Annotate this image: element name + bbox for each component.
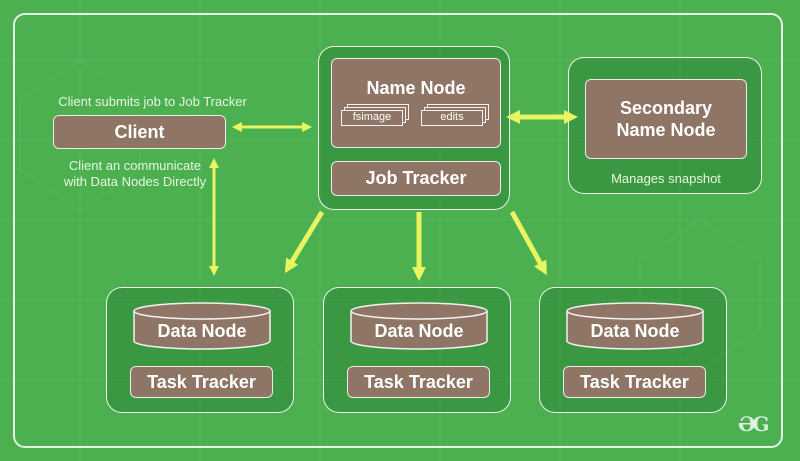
task-tracker-label-2: Task Tracker [364,371,473,392]
task-tracker-2: Task Tracker [347,366,490,398]
task-tracker-label-3: Task Tracker [580,371,689,392]
task-tracker-1: Task Tracker [130,366,273,398]
diagram-frame [13,13,783,448]
client-caption-top: Client submits job to Job Tracker [58,94,247,109]
data-node-3: Data Node [590,321,680,341]
client-caption-bottom-line1: Client an communicate [68,158,202,173]
task-tracker-3: Task Tracker [563,366,706,398]
secondary-name-node-box: Secondary Name Node [585,79,747,159]
secondary-caption: Manages snapshot [611,171,721,186]
name-node-title: Name Node [366,78,466,98]
job-tracker-label: Job Tracker [365,168,467,189]
data-node-1: Data Node [157,321,247,341]
client-caption-bottom-line2: with Data Nodes Directly [63,174,207,190]
secondary-title-line1: Secondary [619,97,713,118]
data-node-2: Data Node [374,321,464,341]
client-box: Client [53,115,226,149]
site-logo: ƏG [738,412,769,436]
fsimage-label: fsimage [352,111,392,123]
fsimage-file-icon: fsimage [341,104,411,126]
client-label: Client [114,121,165,142]
name-node-box: Name Node [331,58,501,148]
edits-file-icon: edits [421,104,491,126]
client-caption-bottom: Client an communicate with Data Nodes Di… [40,158,230,191]
job-tracker-box: Job Tracker [331,161,501,196]
secondary-title-line2: Name Node [616,120,716,140]
edits-label: edits [440,111,464,123]
task-tracker-label-1: Task Tracker [147,371,256,392]
